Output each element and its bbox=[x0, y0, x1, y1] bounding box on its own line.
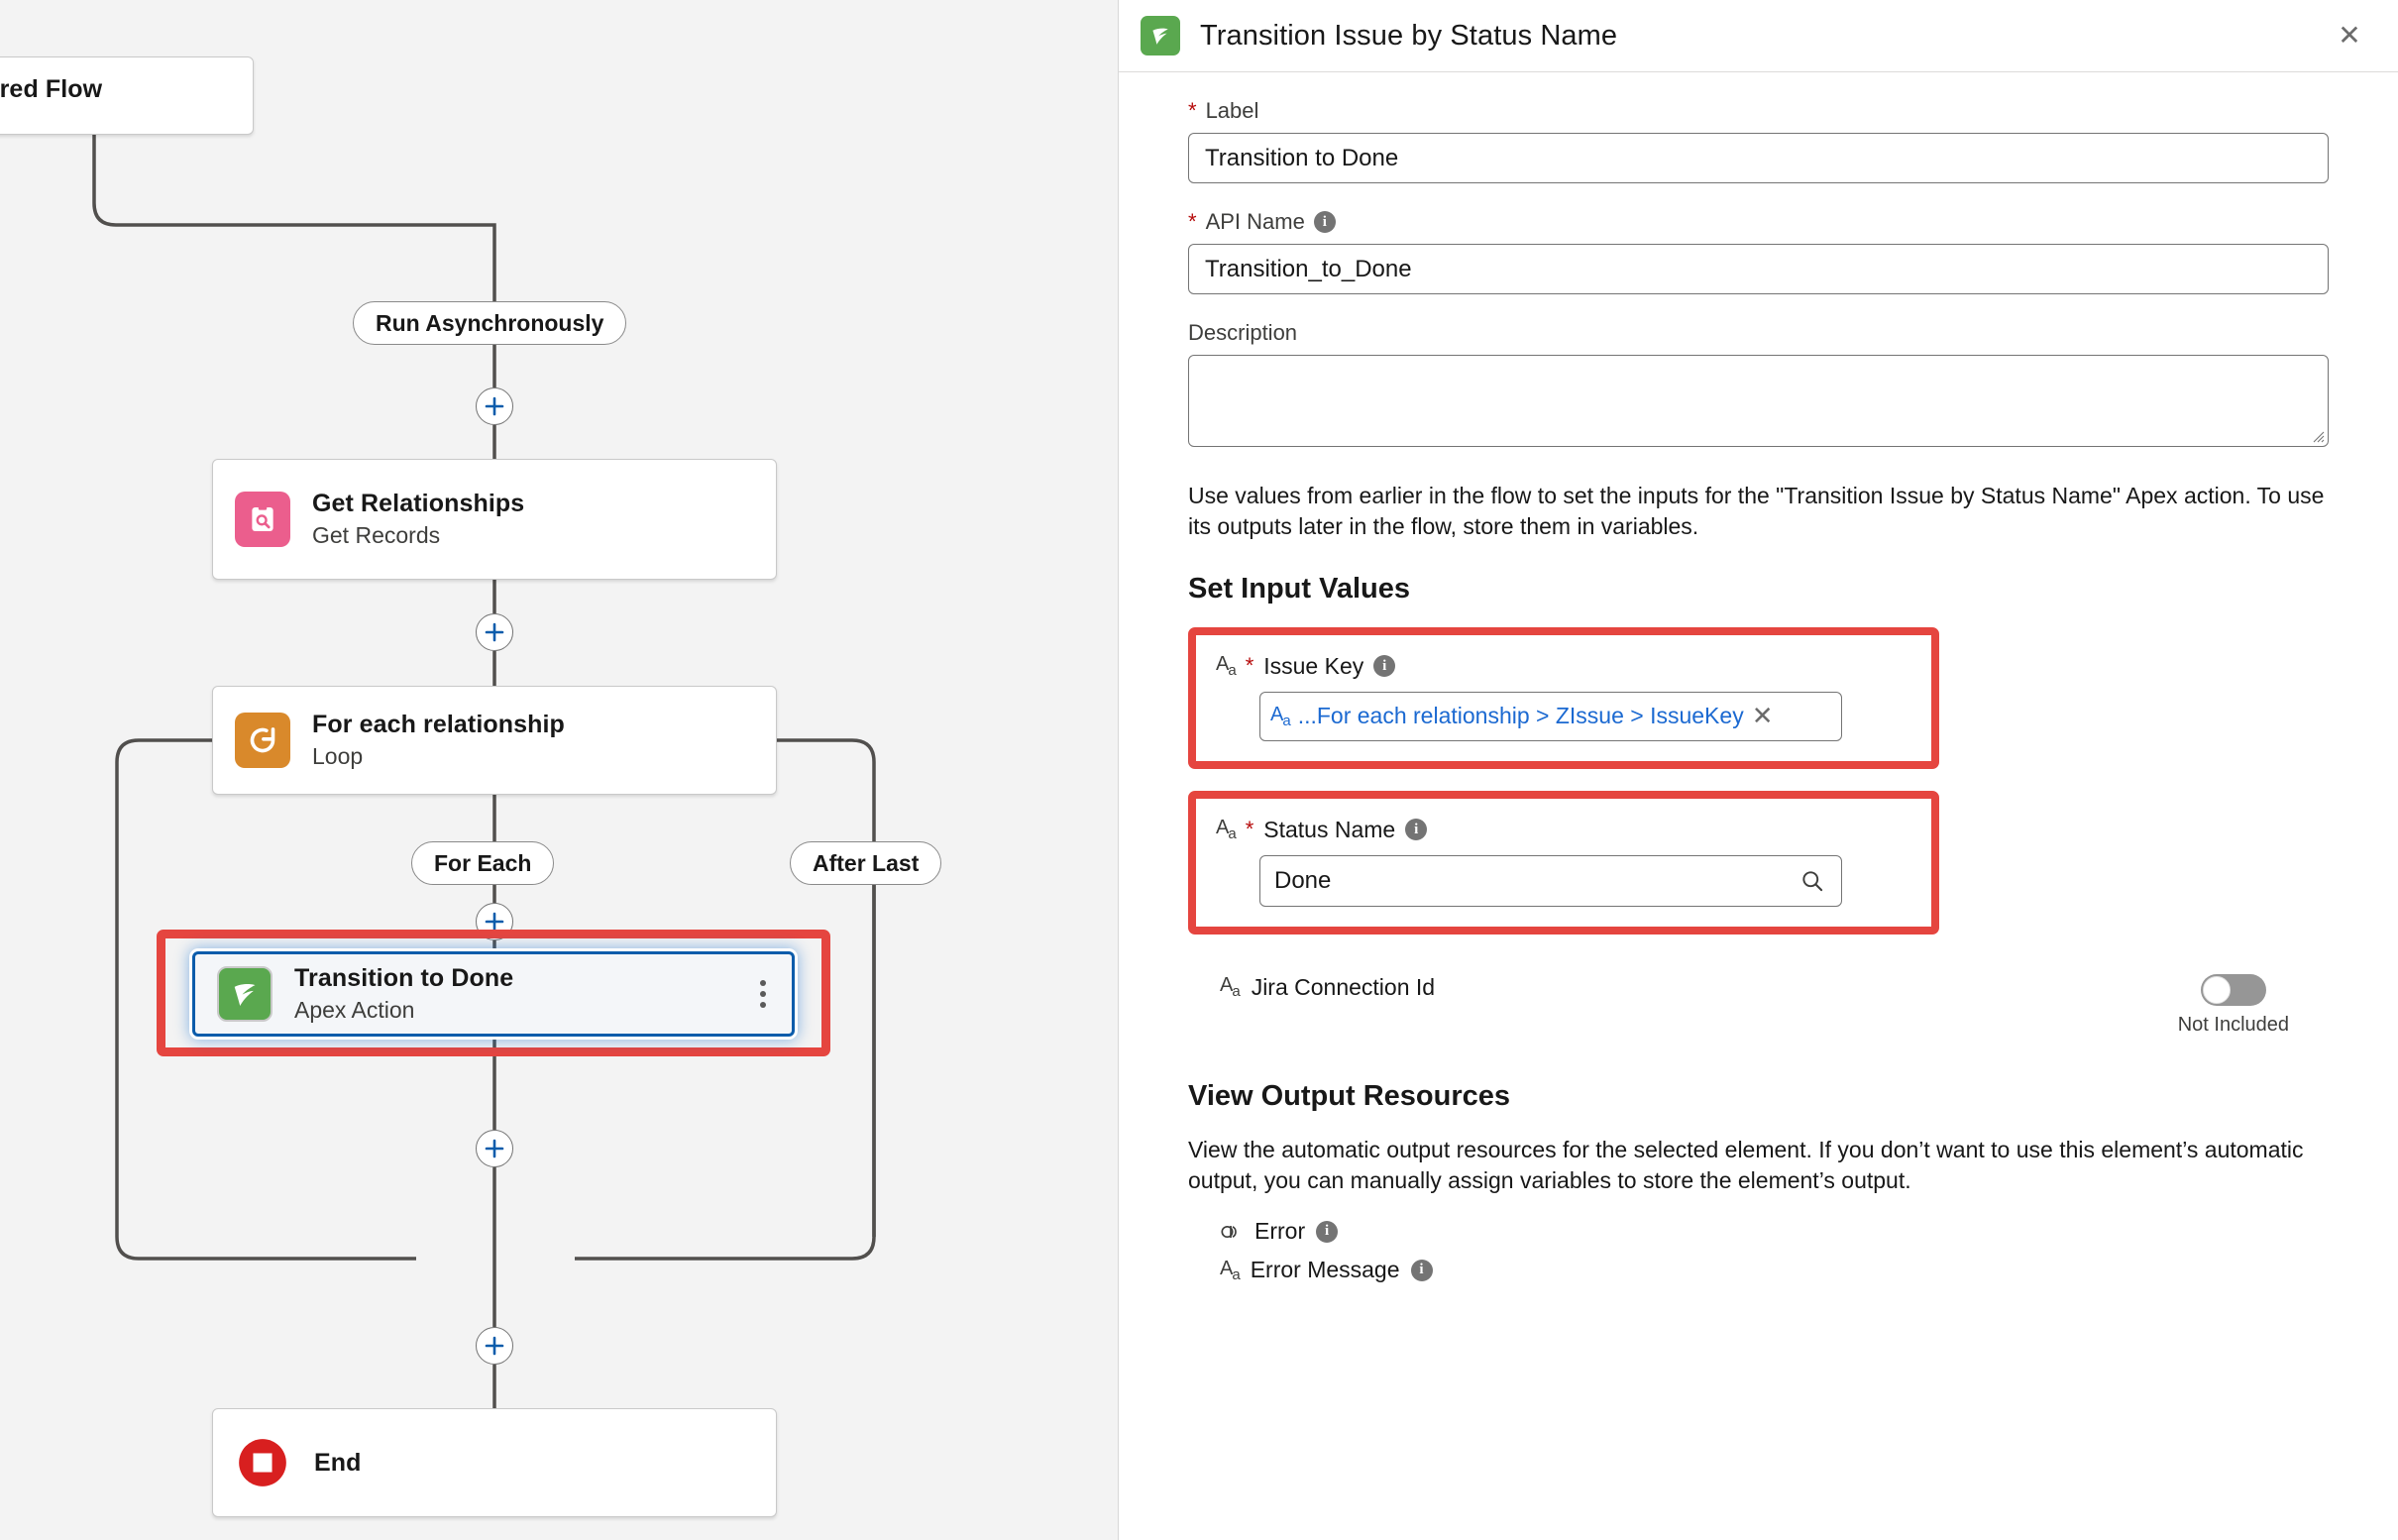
plus-icon bbox=[485, 1336, 504, 1356]
apex-action-icon bbox=[1141, 16, 1180, 55]
plus-icon bbox=[485, 622, 504, 642]
required-marker: * bbox=[1245, 653, 1254, 679]
resize-handle-icon[interactable] bbox=[2309, 427, 2325, 443]
get-records-icon bbox=[235, 492, 290, 547]
status-name-label-row: Aa * Status Name i bbox=[1216, 817, 1911, 843]
label-input[interactable]: Transition to Done bbox=[1188, 133, 2329, 183]
panel-title: Transition Issue by Status Name bbox=[1200, 19, 1618, 52]
info-icon[interactable]: i bbox=[1405, 819, 1428, 841]
input-row-status-name-group: Aa * Status Name i Done bbox=[1188, 790, 2329, 935]
node-subtitle: Apex Action bbox=[294, 997, 415, 1024]
node-menu-button[interactable] bbox=[760, 980, 766, 1008]
flow-start-node[interactable]: ord-Triggered Flow : bbox=[0, 56, 254, 135]
set-input-values-heading: Set Input Values bbox=[1188, 572, 1410, 605]
issue-key-label-row: Aa * Issue Key i bbox=[1216, 653, 1911, 680]
status-name-label: Status Name bbox=[1263, 816, 1396, 842]
search-icon[interactable] bbox=[1799, 868, 1825, 894]
node-subtitle: Get Records bbox=[312, 522, 441, 549]
text-type-icon: Aa bbox=[1220, 974, 1241, 1001]
text-type-icon: Aa bbox=[1270, 703, 1291, 729]
plus-icon bbox=[485, 1139, 504, 1158]
jira-connection-id-label-group: Aa Jira Connection Id bbox=[1188, 974, 1435, 1001]
api-name-field-label: * API Name i bbox=[1188, 209, 2329, 235]
apex-glyph bbox=[234, 984, 256, 1007]
end-icon bbox=[235, 1435, 290, 1490]
view-output-resources-heading: View Output Resources bbox=[1188, 1079, 1510, 1112]
required-marker: * bbox=[1188, 209, 1197, 234]
plus-icon bbox=[485, 912, 504, 932]
required-marker: * bbox=[1245, 817, 1254, 842]
node-title: Transition to Done bbox=[294, 964, 514, 993]
pill-for-each[interactable]: For Each bbox=[411, 841, 555, 885]
node-title: Get Relationships bbox=[312, 490, 525, 518]
highlight-box-status-name: Aa * Status Name i Done bbox=[1188, 790, 1939, 935]
toggle-knob bbox=[2202, 975, 2231, 1004]
jira-connection-id-toggle-group: Not Included bbox=[2177, 973, 2289, 1037]
node-title: End bbox=[314, 1448, 362, 1477]
add-element-button[interactable] bbox=[476, 1327, 513, 1365]
field-api-name-group: * API Name i Transition_to_Done bbox=[1188, 209, 2329, 294]
field-description-group: Description bbox=[1188, 320, 2329, 447]
close-icon[interactable]: ✕ bbox=[2338, 20, 2361, 51]
node-for-each-relationship[interactable]: For each relationship Loop bbox=[212, 686, 777, 795]
element-properties-panel: Transition Issue by Status Name ✕ * Labe… bbox=[1118, 0, 2398, 1540]
input-row-issue-key-group: Aa * Issue Key i Aa ...For each relation… bbox=[1188, 626, 2329, 769]
issue-key-label: Issue Key bbox=[1263, 652, 1364, 679]
api-name-input[interactable]: Transition_to_Done bbox=[1188, 244, 2329, 294]
status-name-value: Done bbox=[1274, 866, 1332, 894]
apex-help-text: Use values from earlier in the flow to s… bbox=[1188, 483, 2325, 540]
text-type-icon: Aa bbox=[1216, 817, 1237, 843]
highlight-box-issue-key: Aa * Issue Key i Aa ...For each relation… bbox=[1188, 626, 1939, 769]
pill-after-last[interactable]: After Last bbox=[790, 841, 942, 885]
node-get-relationships[interactable]: Get Relationships Get Records bbox=[212, 459, 777, 580]
node-end[interactable]: End bbox=[212, 1408, 777, 1517]
field-label-group: * Label Transition to Done bbox=[1188, 98, 2329, 183]
description-field-label: Description bbox=[1188, 320, 1298, 345]
output-resource-error-message: Aa Error Message i bbox=[1188, 1257, 2329, 1283]
node-transition-to-done[interactable]: Transition to Done Apex Action bbox=[192, 951, 795, 1037]
description-textarea[interactable] bbox=[1188, 355, 2329, 447]
view-output-resources-description: View the automatic output resources for … bbox=[1188, 1136, 2304, 1193]
status-name-input[interactable]: Done bbox=[1259, 854, 1842, 907]
add-element-button[interactable] bbox=[476, 613, 513, 651]
include-toggle[interactable] bbox=[2200, 973, 2266, 1006]
loop-icon bbox=[235, 713, 290, 768]
selected-node-group: Transition to Done Apex Action bbox=[157, 930, 830, 1056]
remove-token-icon[interactable]: ✕ bbox=[1751, 701, 1774, 731]
apex-action-icon bbox=[217, 966, 272, 1022]
label-field-label: * Label bbox=[1188, 98, 1259, 123]
info-icon[interactable]: i bbox=[1373, 655, 1396, 678]
issue-key-input[interactable]: Aa ...For each relationship > ZIssue > I… bbox=[1259, 691, 1842, 741]
toggle-state-label: Not Included bbox=[2177, 1013, 2289, 1036]
text-type-icon: Aa bbox=[1220, 1257, 1241, 1283]
output-resource-name: Error Message bbox=[1250, 1257, 1400, 1283]
text-type-icon: Aa bbox=[1216, 653, 1237, 680]
add-element-button[interactable] bbox=[476, 1130, 513, 1167]
info-icon[interactable]: i bbox=[1313, 211, 1336, 233]
panel-body: * Label Transition to Done * API Name i … bbox=[1119, 72, 2398, 1283]
output-resource-error: Error i bbox=[1188, 1218, 2329, 1245]
required-marker: * bbox=[1188, 98, 1197, 123]
flow-canvas[interactable]: ord-Triggered Flow : Run Asynchronously … bbox=[0, 0, 1118, 1540]
issue-key-token[interactable]: ...For each relationship > ZIssue > Issu… bbox=[1297, 703, 1744, 729]
output-resource-name: Error bbox=[1254, 1218, 1306, 1245]
info-icon[interactable]: i bbox=[1316, 1220, 1339, 1243]
pill-run-asynchronously[interactable]: Run Asynchronously bbox=[353, 301, 627, 345]
jira-connection-id-row: Aa Jira Connection Id Not Included bbox=[1188, 973, 2329, 1037]
node-title: For each relationship bbox=[312, 711, 565, 739]
highlight-box-selected-node bbox=[157, 930, 830, 1056]
node-subtitle: Loop bbox=[312, 743, 364, 770]
add-element-button[interactable] bbox=[476, 387, 513, 425]
plus-icon bbox=[485, 396, 504, 416]
panel-header: Transition Issue by Status Name ✕ bbox=[1119, 0, 2398, 72]
node-title: ord-Triggered Flow bbox=[0, 75, 103, 103]
info-icon[interactable]: i bbox=[1410, 1259, 1433, 1281]
jira-connection-id-label: Jira Connection Id bbox=[1251, 973, 1436, 1000]
boolean-type-icon bbox=[1221, 1225, 1237, 1238]
